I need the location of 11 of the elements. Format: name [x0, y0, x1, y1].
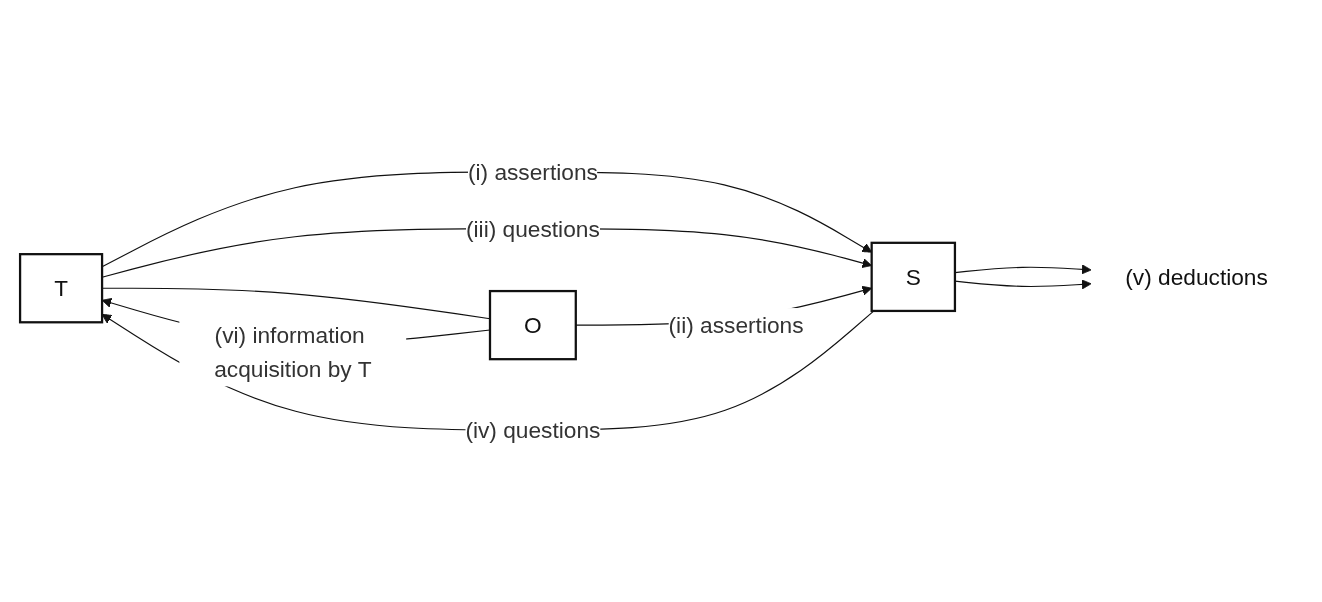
edge-label: (i) assertions	[467, 159, 598, 185]
arrow	[954, 279, 1092, 290]
edge-label: (iii) questions	[466, 216, 600, 242]
arrow	[954, 264, 1092, 275]
node-text: (v) deductions	[1125, 264, 1268, 290]
edge-label: (vi) information acquisition by T	[214, 322, 372, 382]
node-box: T	[18, 253, 104, 324]
node-box: O	[488, 289, 577, 361]
edge-label: (ii) assertions	[668, 312, 804, 338]
edge-label: (iv) questions	[465, 417, 601, 443]
node-box: S	[870, 241, 957, 313]
